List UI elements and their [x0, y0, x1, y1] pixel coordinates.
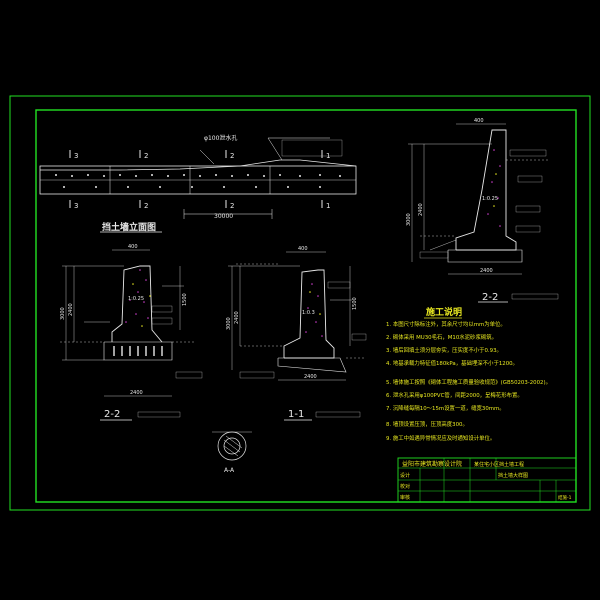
svg-text:1:0.25: 1:0.25	[482, 196, 498, 202]
elevation-title: 挡土墙立面图	[102, 221, 156, 233]
detail-label: A-A	[224, 467, 235, 474]
elev-cut-mark-6: 2	[144, 202, 148, 210]
elev-cut-mark-7: 2	[230, 202, 234, 210]
svg-text:3000: 3000	[406, 213, 412, 226]
elev-cut-mark-1: 3	[74, 152, 78, 160]
note-line-8: 8. 墙顶设置压顶，压顶高度300。	[386, 420, 468, 428]
title-block: 益阳市建筑勘察设计院 某住宅小区挡土墙工程 挡土墙大样图 设计 校对 审核 结施…	[397, 457, 577, 503]
tb-company: 益阳市建筑勘察设计院	[402, 460, 462, 468]
s22l-wall-outline	[111, 265, 163, 343]
elev-pipe-note: φ100泄水孔	[204, 134, 237, 142]
sheet-border-inner	[35, 109, 577, 503]
svg-text:3000: 3000	[60, 307, 66, 320]
svg-text:400: 400	[298, 246, 308, 252]
note-line-1: 1. 本图尺寸除标注外，其余尺寸均以mm为单位。	[386, 320, 506, 328]
svg-text:1500: 1500	[182, 293, 188, 306]
tb-drawing-name: 挡土墙大样图	[498, 472, 528, 479]
note-line-5: 5. 墙体施工按照《砌体工程施工质量验收规范》(GB50203-2002)。	[386, 378, 551, 386]
svg-text:2400: 2400	[418, 203, 424, 216]
detail-pipe-section: A-A	[212, 431, 252, 474]
sheet-border-outer	[9, 95, 591, 511]
section-2-2-left: 3000 2400 1500 400 2400 1:0.25 2-2	[60, 244, 203, 421]
elev-cut-mark-2: 2	[144, 152, 148, 160]
note-line-2: 2. 砌体采用 MU30毛石，M10水泥砂浆砌筑。	[386, 333, 497, 341]
svg-text:1:0.3: 1:0.3	[302, 310, 315, 316]
note-line-7: 7. 沉降缝每隔10～15m设置一道，缝宽30mm。	[386, 404, 505, 412]
section-1-1-middle: 3000 2400 1500 400 2400 1:0.3 1-1	[226, 246, 367, 421]
svg-text:2400: 2400	[304, 374, 317, 380]
elev-dim-total: 30000	[214, 213, 233, 220]
construction-notes: 施工说明 1. 本图尺寸除标注外，其余尺寸均以mm为单位。 2. 砌体采用 MU…	[386, 306, 551, 442]
svg-text:2400: 2400	[68, 303, 74, 316]
svg-text:400: 400	[474, 118, 484, 124]
s11-wall-outline	[283, 269, 335, 359]
s22r-wall-outline	[455, 129, 517, 251]
tb-sheet-no: 结施-1	[558, 494, 572, 501]
s22-left-title: 2-2	[104, 409, 120, 420]
elevation-weep-holes	[55, 174, 341, 188]
svg-text:1500: 1500	[352, 297, 358, 310]
note-line-3: 3. 墙后回填土须分层夯实，压实度不小于0.93。	[386, 346, 502, 354]
elevation-view: 3 2 2 1 3 2 2 1 φ100泄水孔 30000 挡土墙立面图	[39, 134, 357, 233]
tb-project: 某住宅小区挡土墙工程	[474, 461, 524, 468]
elevation-ground-line	[40, 159, 357, 171]
notes-title: 施工说明	[426, 306, 462, 318]
elev-cut-mark-3: 2	[230, 152, 234, 160]
elev-cut-mark-8: 1	[326, 202, 330, 210]
tb-row-2: 校对	[400, 483, 410, 490]
section-2-2-right: 3000 2400 400 2400 1:0.25 2-2	[406, 118, 559, 303]
note-line-6: 6. 泄水孔采用φ100PVC管，间距2000，呈梅花形布置。	[386, 391, 523, 399]
svg-text:400: 400	[128, 244, 138, 250]
note-line-9: 9. 施工中如遇异常情况应及时通知设计单位。	[386, 434, 495, 442]
svg-text:3000: 3000	[226, 317, 232, 330]
tb-row-3: 审核	[400, 494, 410, 501]
svg-text:2400: 2400	[480, 268, 493, 274]
s11-title: 1-1	[288, 409, 304, 420]
note-line-4: 4. 地基承载力特征值180kPa，基础埋深不小于1200。	[386, 359, 518, 367]
svg-text:2400: 2400	[130, 390, 143, 396]
elev-cut-mark-5: 3	[74, 202, 78, 210]
svg-text:1:0.25: 1:0.25	[128, 296, 144, 302]
tb-row-1: 设计	[400, 472, 410, 479]
svg-text:2400: 2400	[234, 311, 240, 324]
s22-right-title: 2-2	[482, 292, 498, 303]
